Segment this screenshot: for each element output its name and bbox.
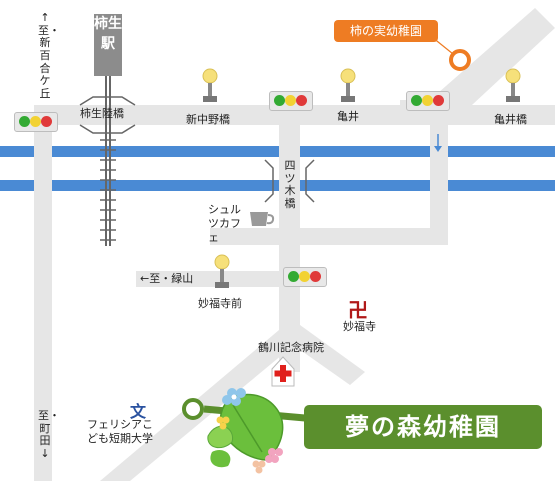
road-ryokuzan-west — [136, 271, 286, 287]
kakio-bridge-label: 柿生陸橋 — [80, 107, 124, 120]
south-direction-label: 至・町田↓ — [38, 409, 60, 460]
station-label: 柿生駅 — [94, 14, 122, 76]
road-right-vertical — [430, 125, 448, 245]
traffic-light-icon — [283, 267, 327, 287]
railway — [100, 72, 116, 246]
shinnakano-bridge-label: 新中野橋 — [186, 113, 230, 126]
ryokuzan-direction-label: ←至・緑山 — [140, 272, 194, 285]
traffic-light-icon — [406, 91, 450, 111]
myofukuji-mae-label: 妙福寺前 — [198, 297, 242, 310]
streetlight-icon — [340, 68, 356, 102]
yotsugi-bridge-label: 四ツ木橋 — [284, 159, 296, 210]
main-kindergarten-marker — [182, 388, 306, 474]
kamei-label: 亀井 — [337, 110, 359, 123]
streetlight-icon — [505, 68, 521, 102]
road-temple-diagonal — [279, 325, 365, 385]
cafe-label: シュルツカフェ — [208, 203, 241, 244]
kaki-kindergarten-label: 柿の実幼稚園 — [334, 20, 438, 42]
streetlight-icon — [214, 254, 230, 288]
traffic-light-icon — [14, 112, 58, 132]
road-northeast-diagonal — [400, 8, 555, 118]
myofukuji-label: 妙福寺 — [343, 320, 376, 333]
streetlight-icon — [202, 68, 218, 102]
coffee-cup-icon — [250, 212, 275, 226]
traffic-light-icon — [269, 91, 313, 111]
kaki-kindergarten-marker — [426, 32, 471, 71]
temple-icon: 卍 — [348, 298, 368, 322]
streetlights — [202, 68, 521, 288]
river-upper — [0, 146, 555, 157]
north-direction-label: ↑至・新百合ケ丘 — [38, 11, 60, 100]
road-cafe-horizontal — [210, 228, 448, 245]
hospital-label: 鶴川記念病院 — [258, 341, 324, 354]
flow-arrow-icon — [434, 134, 442, 152]
college-label: フェリシアこども短期大学 — [87, 418, 153, 446]
bridge-marks — [79, 96, 315, 203]
hospital-icon — [271, 356, 295, 387]
river-lower — [0, 180, 555, 191]
road-left-vertical — [34, 105, 52, 481]
kameii-bridge-label: 亀井橋 — [494, 113, 527, 126]
main-kindergarten-label: 夢の森幼稚園 — [304, 405, 542, 449]
road-center-vertical — [279, 125, 300, 372]
school-icon: 文 — [130, 402, 147, 421]
